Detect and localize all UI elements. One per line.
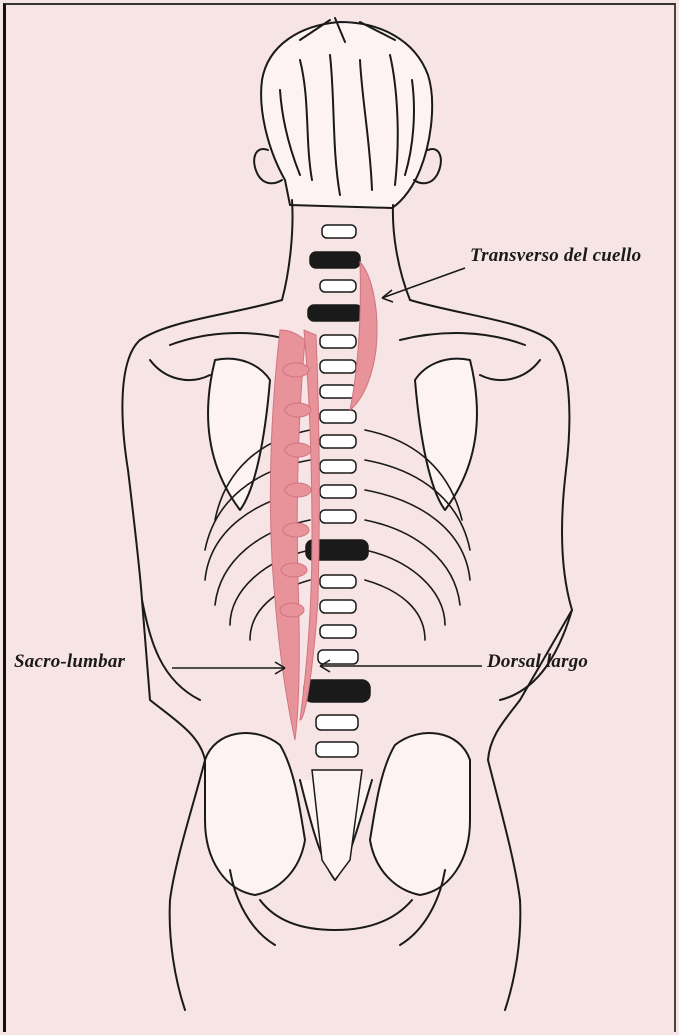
- head: [254, 18, 441, 208]
- label-dorsal-largo: Dorsal largo: [487, 651, 588, 673]
- label-sacro-lumbar: Sacro-lumbar: [14, 651, 125, 673]
- transverso-arrow: [382, 268, 465, 298]
- label-transverso-del-cuello: Transverso del cuello: [470, 245, 641, 267]
